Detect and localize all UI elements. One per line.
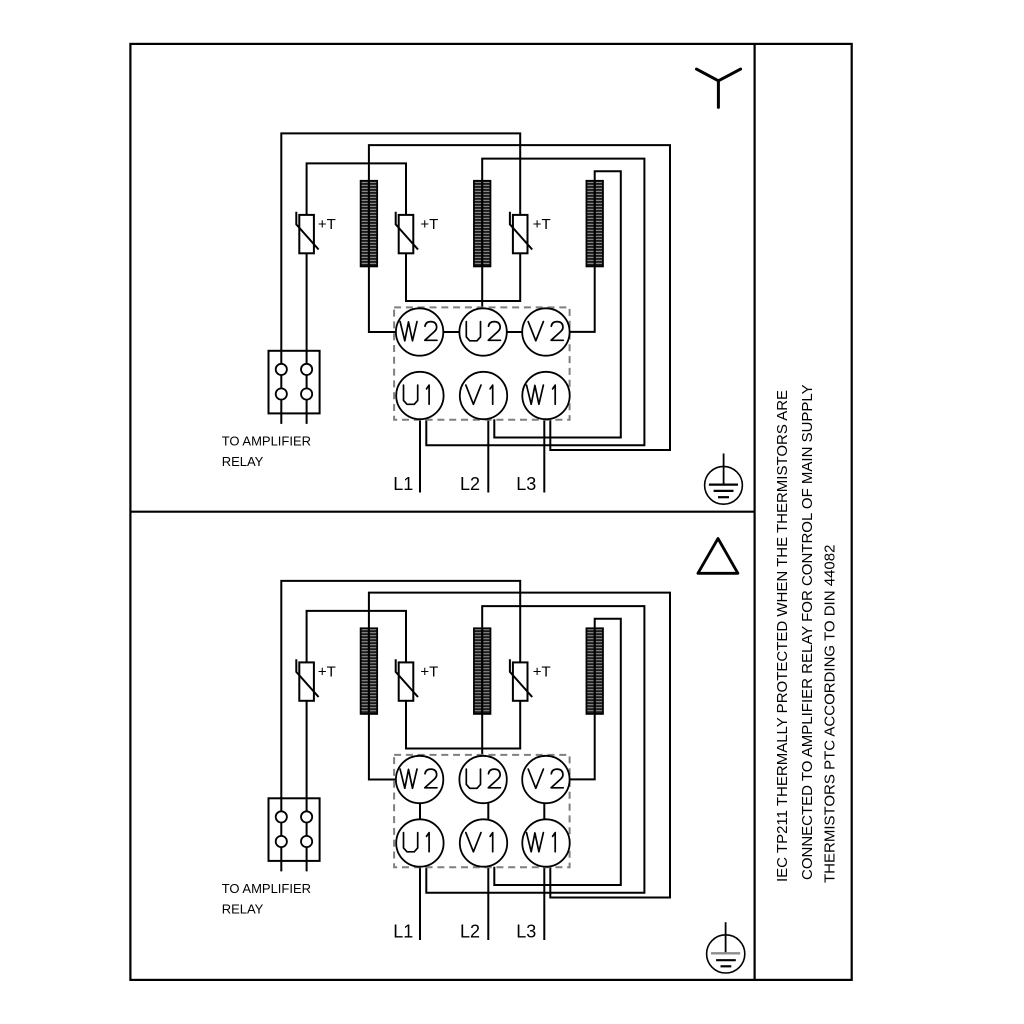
svg-text:CONNECTED TO AMPLIFIER RELAY F: CONNECTED TO AMPLIFIER RELAY FOR CONTROL… [799,384,816,880]
svg-text:IEC TP211 THERMALLY PROTECTED: IEC TP211 THERMALLY PROTECTED WHEN THE T… [774,390,791,882]
svg-text:THERMISTORS PTC ACCORDING TO D: THERMISTORS PTC ACCORDING TO DIN 44082 [822,545,839,883]
